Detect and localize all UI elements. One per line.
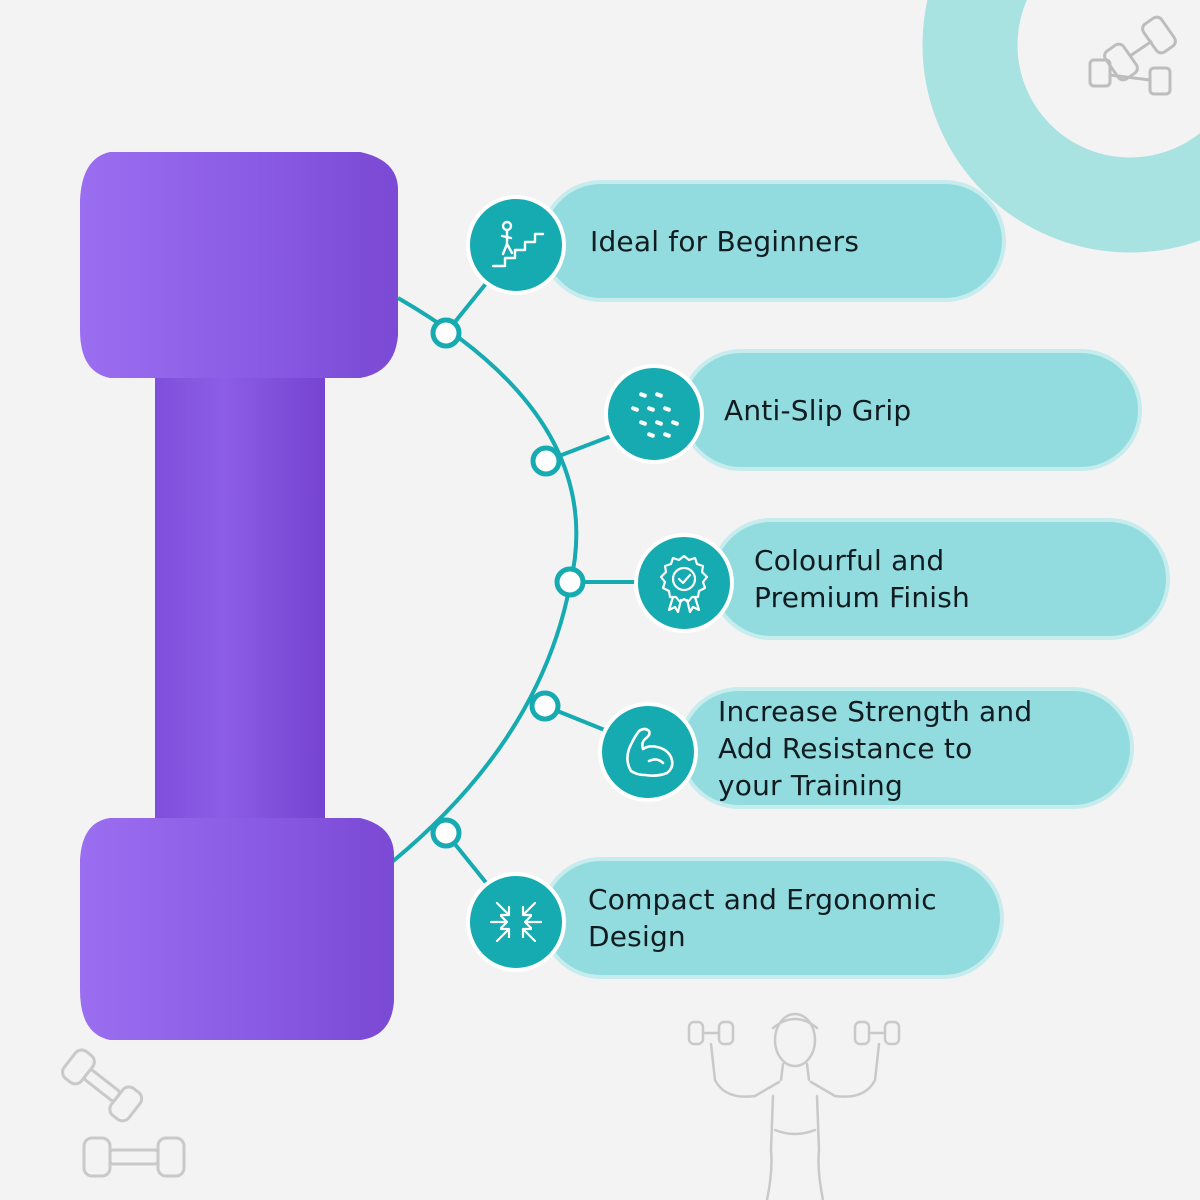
quality-badge-icon	[659, 554, 709, 614]
feature-text-1: Ideal for Beginners	[590, 223, 859, 260]
feature-text-4: Increase Strength and Add Resistance to …	[718, 693, 1032, 804]
feature-badge-2	[604, 364, 704, 464]
feature-line: Anti-Slip Grip	[724, 393, 912, 427]
feature-badge-3	[634, 533, 734, 633]
connector-node	[430, 317, 462, 349]
feature-pill-1: Ideal for Beginners	[540, 180, 1006, 302]
feature-line: Compact and Ergonomic	[588, 883, 937, 916]
dumbbell-handle	[155, 345, 325, 855]
feature-line: Design	[588, 920, 686, 953]
stairs-climbing-icon	[491, 220, 545, 268]
connector-node	[530, 445, 562, 477]
connector-arc	[390, 296, 579, 864]
purple-dumbbell	[80, 152, 398, 1040]
connector-node	[554, 566, 586, 598]
feature-badge-4	[598, 702, 698, 802]
feature-line: your Training	[718, 768, 903, 802]
feature-line: Ideal for Beginners	[590, 224, 860, 258]
dumbbell-bottom-head	[80, 818, 394, 1040]
feature-text-5: Compact and Ergonomic Design	[588, 881, 937, 955]
dumbbell-outline-icon	[1088, 15, 1177, 96]
feature-text-3: Colourful and Premium Finish	[754, 542, 970, 616]
feature-pill-5: Compact and Ergonomic Design	[540, 857, 1004, 979]
feature-badge-5	[466, 872, 566, 972]
feature-text-2: Anti-Slip Grip	[724, 392, 911, 429]
feature-line: Add Resistance to	[718, 731, 973, 765]
feature-line: Premium Finish	[754, 581, 970, 614]
feature-pill-4: Increase Strength and Add Resistance to …	[678, 687, 1134, 809]
feature-line: Colourful and	[754, 544, 945, 577]
ring-shape	[922, 0, 1200, 253]
feature-pill-3: Colourful and Premium Finish	[710, 518, 1170, 640]
grip-texture-icon	[631, 392, 679, 438]
connector-node	[430, 817, 462, 849]
feature-badge-1	[466, 195, 566, 295]
flexed-bicep-icon	[626, 727, 674, 777]
woman-lifting-outline-icon	[687, 1012, 901, 1200]
compact-arrows-icon	[489, 901, 543, 943]
feature-pill-2: Anti-Slip Grip	[680, 349, 1142, 471]
dumbbell-top-head	[80, 152, 398, 378]
connector-node	[529, 690, 561, 722]
feature-line: Increase Strength and	[718, 694, 1033, 728]
dumbbells-outline-icon	[61, 1048, 186, 1178]
